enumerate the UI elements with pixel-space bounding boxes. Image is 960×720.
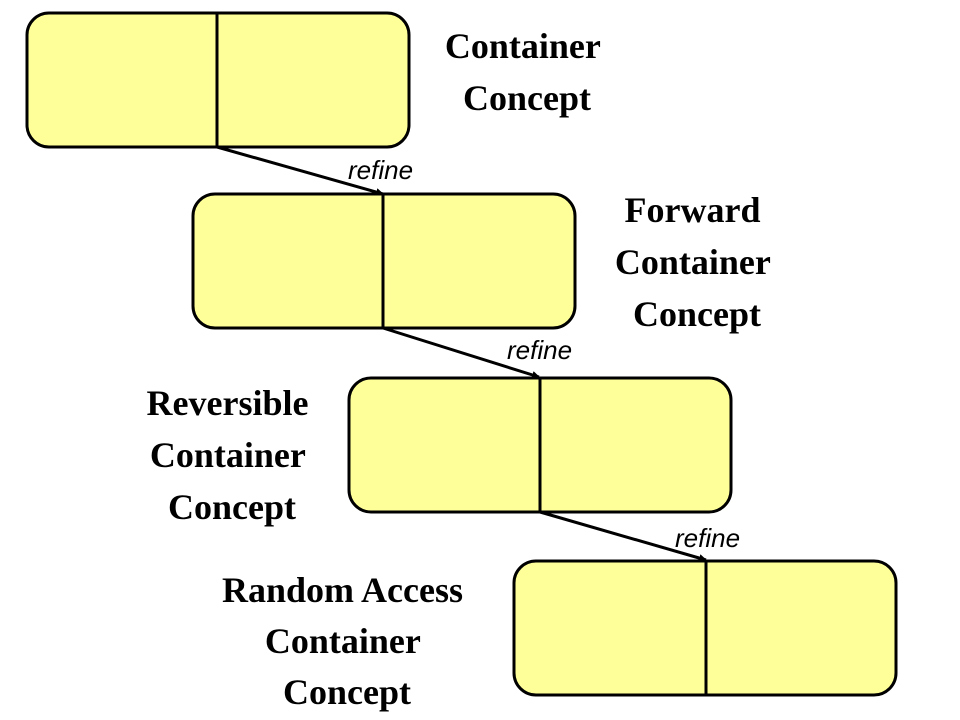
container-concept-label: Container Concept: [445, 26, 609, 118]
reversible-container-concept-label-line-2: Container: [150, 435, 306, 475]
refine-arrow-2: [382, 326, 540, 379]
reversible-container-concept-label-line-1: Reversible: [147, 383, 309, 423]
random-access-container-concept-node: Random Access Container Concept: [222, 559, 898, 712]
refine-arrow-3: [539, 510, 707, 562]
refine-relation-3: refine: [539, 510, 740, 562]
reversible-container-concept-node: Reversible Container Concept: [147, 376, 733, 527]
random-access-container-concept-label-line-2: Container: [265, 621, 421, 661]
refine-label-3: refine: [675, 523, 740, 553]
forward-container-concept-node: Forward Container Concept: [191, 190, 779, 334]
forward-container-concept-label-line-2: Container: [615, 242, 771, 282]
refine-label-2: refine: [507, 335, 572, 365]
container-concept-label-line-1: Container: [445, 26, 601, 66]
forward-container-concept-label-line-3: Concept: [633, 294, 761, 334]
reversible-container-concept-label: Reversible Container Concept: [147, 383, 318, 527]
random-access-container-concept-label-line-3: Concept: [283, 672, 411, 712]
container-concept-label-line-2: Concept: [463, 78, 591, 118]
random-access-container-concept-label-line-1: Random Access: [222, 570, 463, 610]
refine-arrow-1: [216, 145, 384, 196]
forward-container-concept-label-line-1: Forward: [625, 190, 761, 230]
refine-label-1: refine: [348, 155, 413, 185]
random-access-container-concept-label: Random Access Container Concept: [222, 570, 472, 712]
refine-relation-2: refine: [382, 326, 572, 379]
refine-relation-1: refine: [216, 145, 413, 196]
reversible-container-concept-label-line-3: Concept: [168, 487, 296, 527]
container-concept-node: Container Concept: [25, 11, 609, 149]
forward-container-concept-label: Forward Container Concept: [615, 190, 779, 334]
